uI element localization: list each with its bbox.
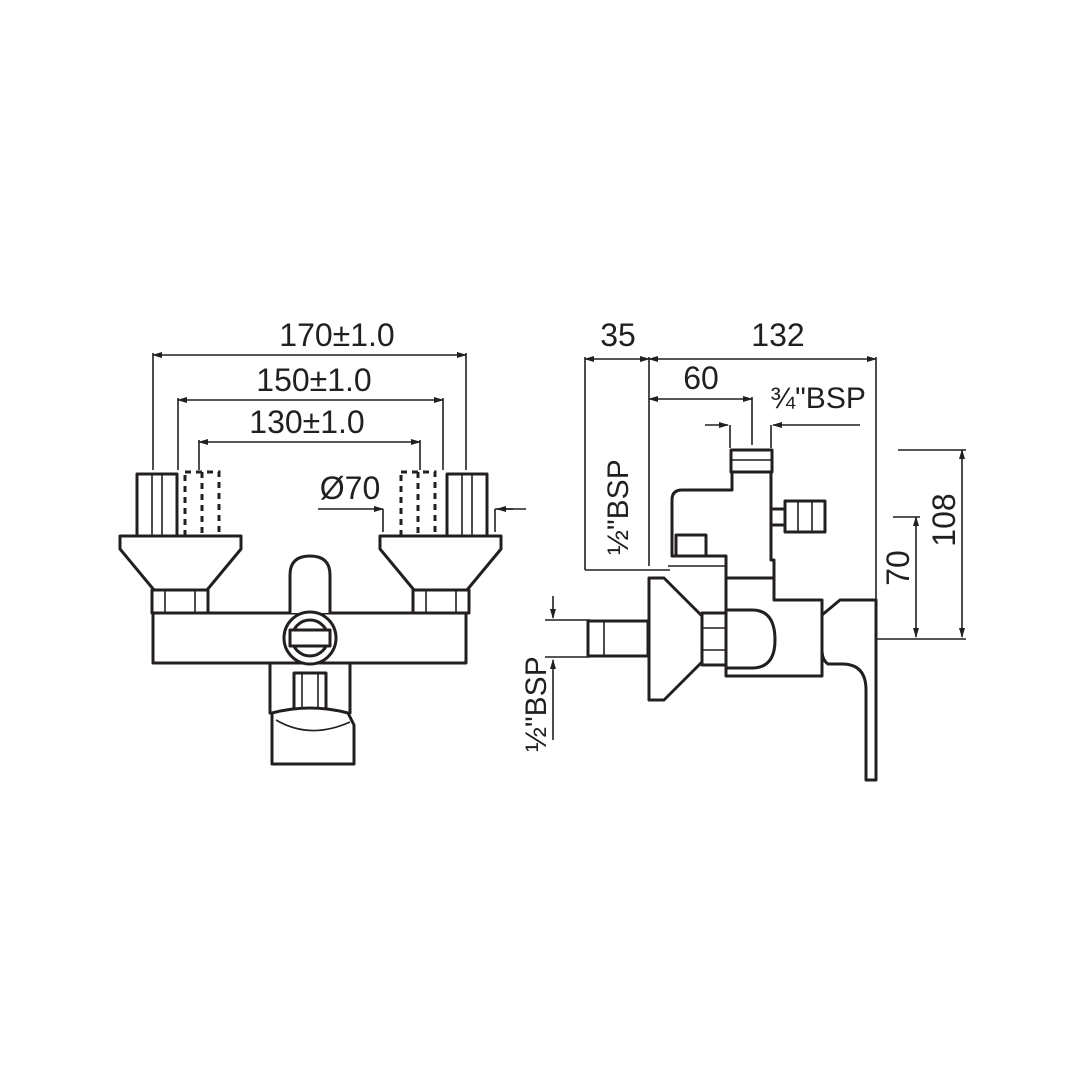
- dim-60-label: 60: [683, 360, 719, 396]
- spout-outlet: [268, 661, 356, 766]
- dimension-35: 35: [584, 317, 650, 570]
- front-view: 170±1.0 150±1.0 130±1.0 Ø70: [118, 317, 526, 766]
- outlet-cap: [729, 448, 774, 474]
- dim-130-label: 130±1.0: [249, 404, 364, 440]
- side-view: 35 132 60 ¾"BSP ½"BSP: [520, 317, 966, 782]
- dimension-108: 108: [876, 449, 966, 640]
- dim-35-label: 35: [600, 317, 636, 353]
- right-flange: [378, 470, 503, 615]
- dimension-132: 132: [648, 317, 877, 600]
- dimension-170: 170±1.0: [152, 317, 467, 470]
- lever-handle: [288, 554, 332, 615]
- wall-flange: [647, 576, 704, 702]
- dim-bsp-inlet-top-label: ½"BSP: [602, 459, 635, 555]
- dim-bsp-inlet-bottom-label: ½"BSP: [520, 656, 553, 752]
- diverter-knob: [282, 610, 338, 666]
- inlet-nut: [700, 611, 728, 667]
- dim-132-label: 132: [751, 317, 804, 353]
- dim-150-label: 150±1.0: [256, 362, 371, 398]
- dim-70-label: 70: [880, 550, 916, 586]
- dim-108-label: 108: [926, 493, 962, 546]
- dim-170-label: 170±1.0: [279, 317, 394, 353]
- dimension-bsp-outlet: ¾"BSP: [705, 382, 866, 448]
- dimension-bsp-inlet-bottom: ½"BSP: [520, 596, 590, 752]
- lower-spout: [674, 533, 708, 558]
- left-flange: [118, 470, 243, 615]
- upper-body: [670, 468, 776, 580]
- dimension-150: 150±1.0: [177, 362, 444, 470]
- body-curve: [724, 608, 777, 670]
- dimension-diameter-70: Ø70: [318, 470, 526, 532]
- dimension-60: 60: [648, 360, 753, 445]
- dim-diameter-label: Ø70: [320, 470, 380, 506]
- dimension-bsp-inlet-top: ½"BSP: [585, 459, 725, 571]
- inlet-pipe: [586, 619, 650, 658]
- dimension-70: 70: [880, 516, 920, 638]
- lever-side: [820, 598, 878, 782]
- dim-bsp-outlet-label: ¾"BSP: [770, 382, 866, 415]
- side-knob: [769, 499, 827, 534]
- dimension-130: 130±1.0: [198, 404, 421, 470]
